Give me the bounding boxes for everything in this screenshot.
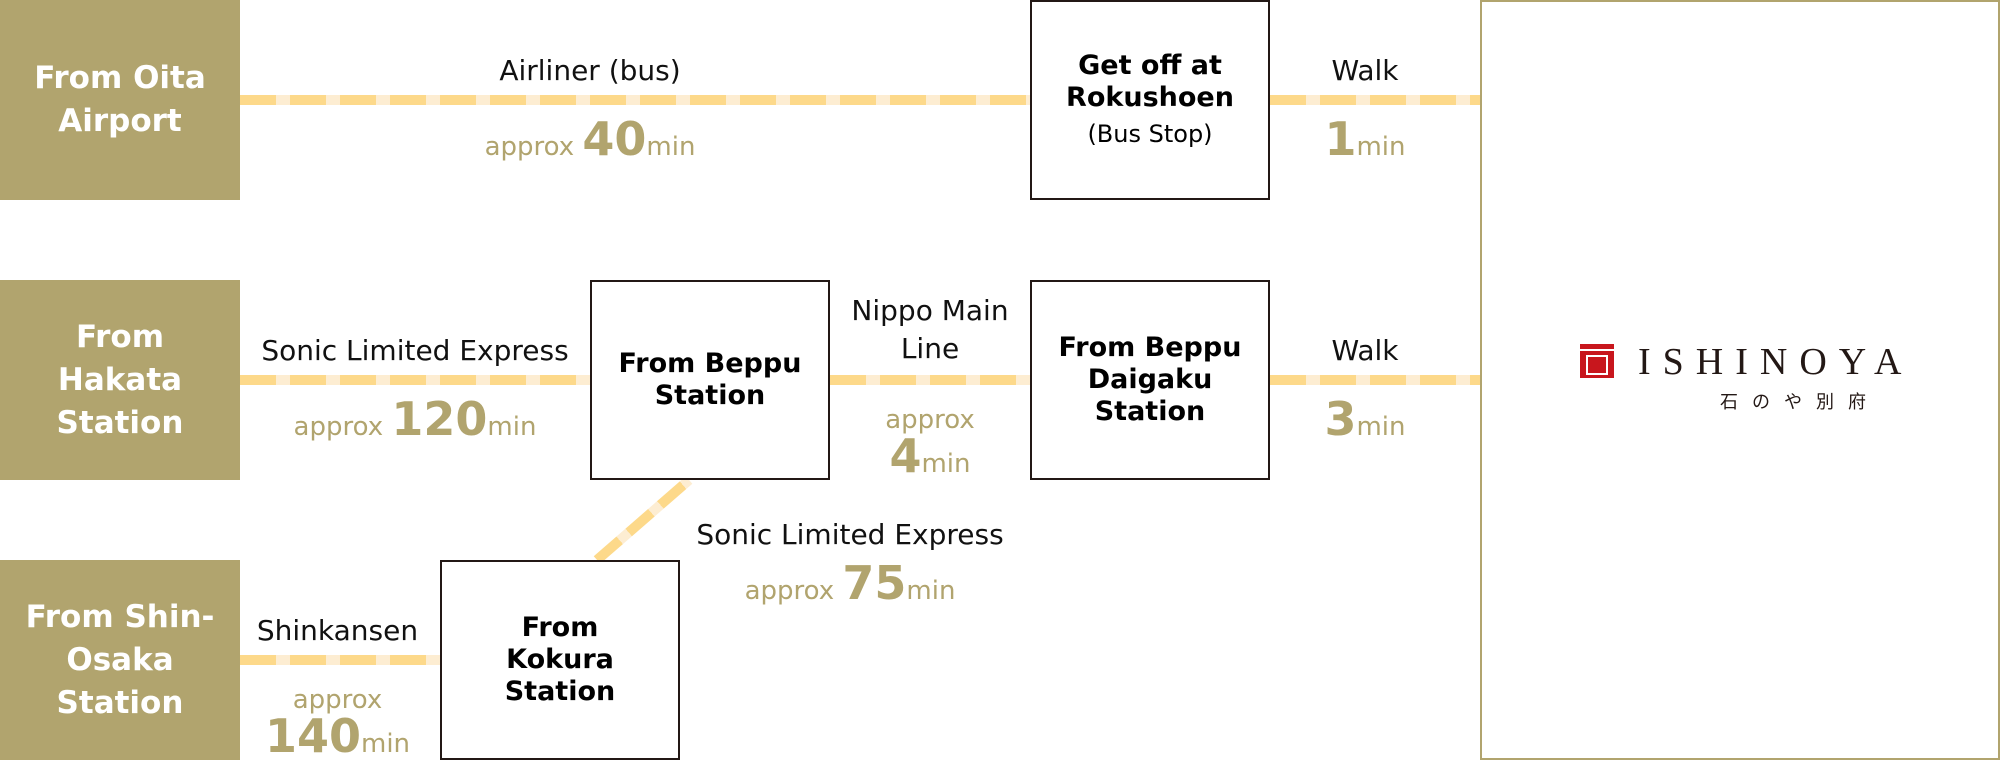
brand-name-japanese: 石のや別府 — [1720, 392, 1880, 413]
route-duration-sonic-hakata: approx 120min — [245, 392, 585, 446]
station-sublabel: (Bus Stop) — [1087, 120, 1213, 148]
origin-label: From Shin-Osaka Station — [25, 598, 215, 721]
route-mode-airliner: Airliner (bus) — [499, 54, 681, 87]
route-duration-nippo: approx 4min — [835, 402, 1025, 482]
duration-minutes: 3 — [1324, 392, 1357, 446]
route-mode-walk-3: Walk — [1331, 334, 1399, 367]
duration-minutes: 4 — [889, 429, 922, 483]
route-mode-sonic-kokura: Sonic Limited Express — [696, 518, 1004, 551]
route-line-sonic-hakata — [240, 375, 590, 385]
route-duration-airliner: approx 40min — [440, 112, 740, 166]
station-label: Get off at Rokushoen — [1066, 50, 1234, 113]
station-label: From Kokura Station — [504, 612, 616, 707]
station-kokura: From Kokura Station — [440, 560, 680, 760]
duration-unit: min — [487, 412, 537, 442]
route-duration-shinkansen: approx 140min — [245, 682, 430, 762]
duration-unit: min — [921, 449, 971, 479]
duration-unit: min — [361, 729, 411, 759]
duration-prefix: approx — [484, 132, 575, 162]
station-label: From Beppu Station — [618, 348, 802, 411]
destination-panel: ISHINOYA 石のや別府 — [1480, 0, 2000, 760]
origin-shin-osaka-station: From Shin-Osaka Station — [0, 560, 240, 760]
duration-minutes: 75 — [842, 556, 907, 610]
duration-minutes: 40 — [582, 112, 647, 166]
origin-oita-airport: From Oita Airport — [0, 0, 240, 200]
station-beppu-daigaku: From Beppu Daigaku Station — [1030, 280, 1270, 480]
route-line-walk-3 — [1270, 375, 1480, 385]
duration-minutes: 120 — [391, 392, 488, 446]
duration-minutes: 140 — [264, 709, 361, 763]
route-line-sonic-kokura — [593, 476, 693, 564]
duration-minutes: 1 — [1324, 112, 1357, 166]
ishinoya-mark-icon — [1580, 344, 1614, 378]
station-beppu: From Beppu Station — [590, 280, 830, 480]
duration-prefix: approx — [293, 412, 384, 442]
route-duration-walk-3: 3min — [1270, 392, 1460, 446]
route-mode-sonic-hakata: Sonic Limited Express — [261, 334, 569, 367]
station-label: From Beppu Daigaku Station — [1058, 332, 1242, 427]
origin-hakata-station: From Hakata Station — [0, 280, 240, 480]
duration-prefix: approx — [885, 405, 975, 435]
duration-unit: min — [1356, 132, 1406, 162]
duration-prefix: approx — [744, 576, 835, 606]
duration-prefix: approx — [292, 685, 383, 715]
route-duration-walk-1: 1min — [1270, 112, 1460, 166]
duration-unit: min — [1356, 412, 1406, 442]
origin-label: From Oita Airport — [34, 60, 206, 139]
station-rokushoen: Get off at Rokushoen (Bus Stop) — [1030, 0, 1270, 200]
duration-unit: min — [646, 132, 696, 162]
route-line-airliner — [240, 95, 1030, 105]
duration-unit: min — [906, 576, 956, 606]
route-duration-sonic-kokura: approx 75min — [680, 556, 1020, 610]
route-line-walk-1 — [1270, 95, 1480, 105]
origin-label: From Hakata Station — [56, 318, 184, 441]
route-line-nippo — [830, 375, 1030, 385]
route-line-shinkansen — [240, 655, 440, 665]
route-mode-walk-1: Walk — [1331, 54, 1399, 87]
route-mode-shinkansen: Shinkansen — [256, 614, 419, 647]
route-mode-nippo: Nippo Main Line — [851, 294, 1009, 365]
brand-name: ISHINOYA — [1638, 341, 1914, 383]
